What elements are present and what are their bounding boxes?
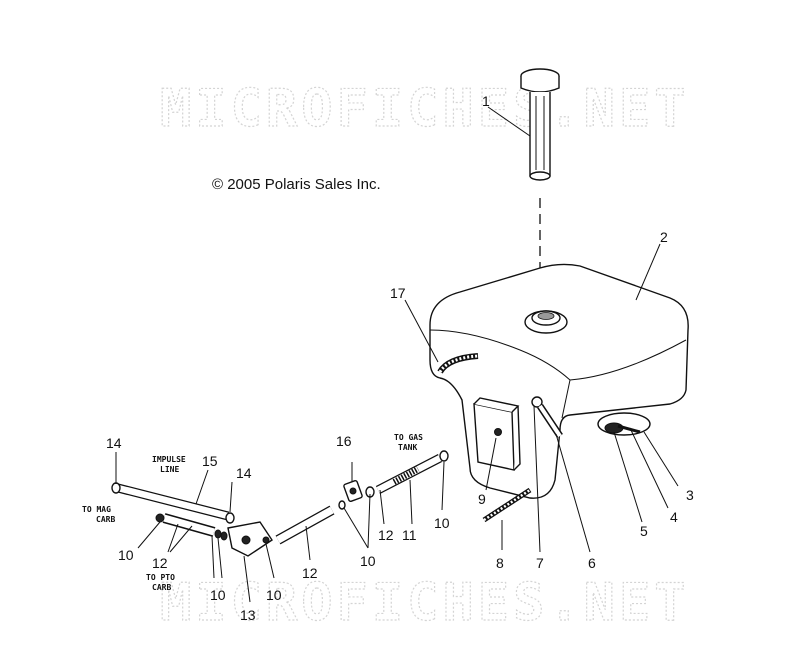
callout-17: 17 [390,285,406,301]
svg-text:TO PTO: TO PTO [146,573,175,582]
callout-5: 5 [640,523,648,539]
callout-10-pump: 10 [266,587,282,603]
callout-11: 11 [402,527,417,543]
callout-13: 13 [240,607,256,623]
watermark-bottom: MICROFICHES.NET [160,573,690,633]
callout-4: 4 [670,509,678,525]
svg-text:LINE: LINE [160,465,179,474]
fuel-tank-part [429,263,689,499]
fuel-filter-part [338,480,363,510]
copyright-text: © 2005 Polaris Sales Inc. [212,176,381,193]
callout-numbers: 1 2 3 4 5 6 7 8 9 10 11 12 10 16 12 10 1… [106,93,694,623]
svg-text:CARB: CARB [96,515,115,524]
callout-1: 1 [482,93,490,109]
vent-hose-part [437,353,479,374]
note-to-pto-carb: TO PTO CARB [146,573,175,592]
callout-10-lower: 10 [210,587,226,603]
svg-text:IMPULSE: IMPULSE [152,455,186,464]
note-impulse-line: IMPULSE LINE [152,455,186,474]
callout-3: 3 [686,487,694,503]
callout-10-tank: 10 [434,515,450,531]
note-to-mag-carb: TO MAG CARB [82,505,115,524]
callout-2: 2 [660,229,668,245]
callout-7: 7 [536,555,544,571]
callout-14-right: 14 [236,465,252,481]
callout-9: 9 [478,491,486,507]
fuel-fitting-part [531,396,563,438]
callout-14-left: 14 [106,435,122,451]
callout-12-tank: 12 [378,527,394,543]
callout-10-filter: 10 [360,553,376,569]
callout-10-left: 10 [118,547,134,563]
callout-6: 6 [588,555,596,571]
callout-15: 15 [202,453,218,469]
hose-middle-part [275,505,335,545]
svg-text:TANK: TANK [398,443,417,452]
leader-lines [115,106,679,603]
strap-part [482,487,532,523]
svg-text:TO MAG: TO MAG [82,505,111,514]
watermark-top: MICROFICHES.NET [160,79,690,139]
fuel-hose-part [365,450,449,498]
callout-8: 8 [496,555,504,571]
note-to-gas-tank: TO GAS TANK [394,433,423,452]
svg-text:CARB: CARB [152,583,171,592]
svg-text:TO GAS: TO GAS [394,433,423,442]
callout-12-mid: 12 [302,565,318,581]
fuel-pump-assembly [111,482,273,557]
filler-cap-part [520,68,560,181]
callout-16: 16 [336,433,352,449]
callout-12-left: 12 [152,555,168,571]
